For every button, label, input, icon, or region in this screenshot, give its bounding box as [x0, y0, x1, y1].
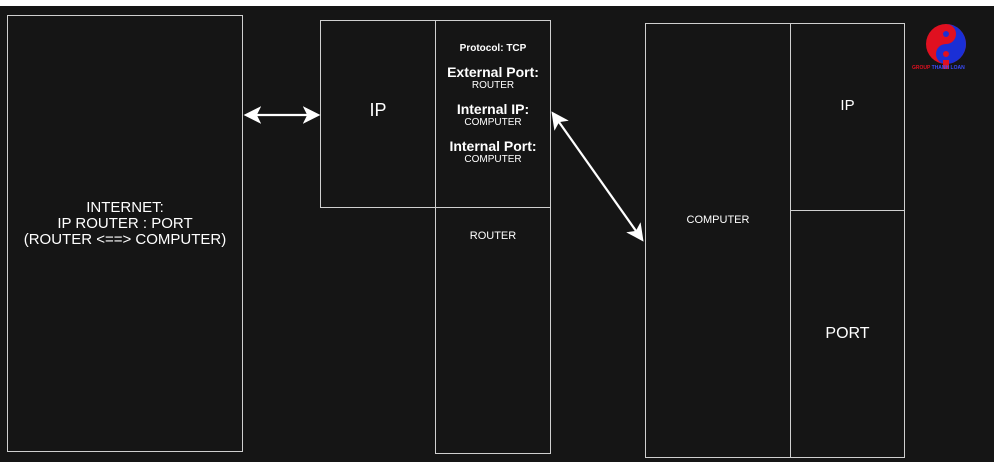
internal-port-value: COMPUTER [464, 154, 522, 165]
computer-port-label: PORT [825, 325, 870, 342]
external-port-label: External Port: [447, 64, 539, 80]
router-box: ROUTER [435, 207, 551, 454]
router-name: ROUTER [469, 230, 517, 242]
internet-box: INTERNET: IP ROUTER : PORT (ROUTER <==> … [7, 15, 243, 452]
computer-name: COMPUTER [686, 213, 750, 226]
router-ip-label: IP [369, 99, 387, 120]
external-port-value: ROUTER [471, 80, 515, 91]
internal-port-label: Internal Port: [449, 138, 537, 154]
logo-text-name: THANH LOAN [931, 65, 965, 71]
internet-title: INTERNET: [86, 198, 164, 216]
computer-ip-label: IP [840, 96, 855, 114]
internal-ip-label: Internal IP: [456, 101, 530, 117]
internal-ip-value: COMPUTER [464, 117, 522, 128]
internet-router-computer: (ROUTER <==> COMPUTER) [23, 230, 227, 248]
internet-ip-port: IP ROUTER : PORT [57, 214, 193, 232]
logo-text-group: GROUP [912, 65, 931, 71]
diagram-board [0, 6, 994, 462]
protocol-label: Protocol: TCP [459, 43, 527, 54]
group-logo-icon [926, 24, 966, 69]
router-port-forward-box: Protocol: TCP External Port: ROUTER Inte… [435, 20, 551, 208]
router-computer-arrow [551, 111, 644, 242]
logo-text: GROUP THANH LOAN [912, 65, 992, 71]
computer-port-box: PORT [790, 210, 905, 458]
